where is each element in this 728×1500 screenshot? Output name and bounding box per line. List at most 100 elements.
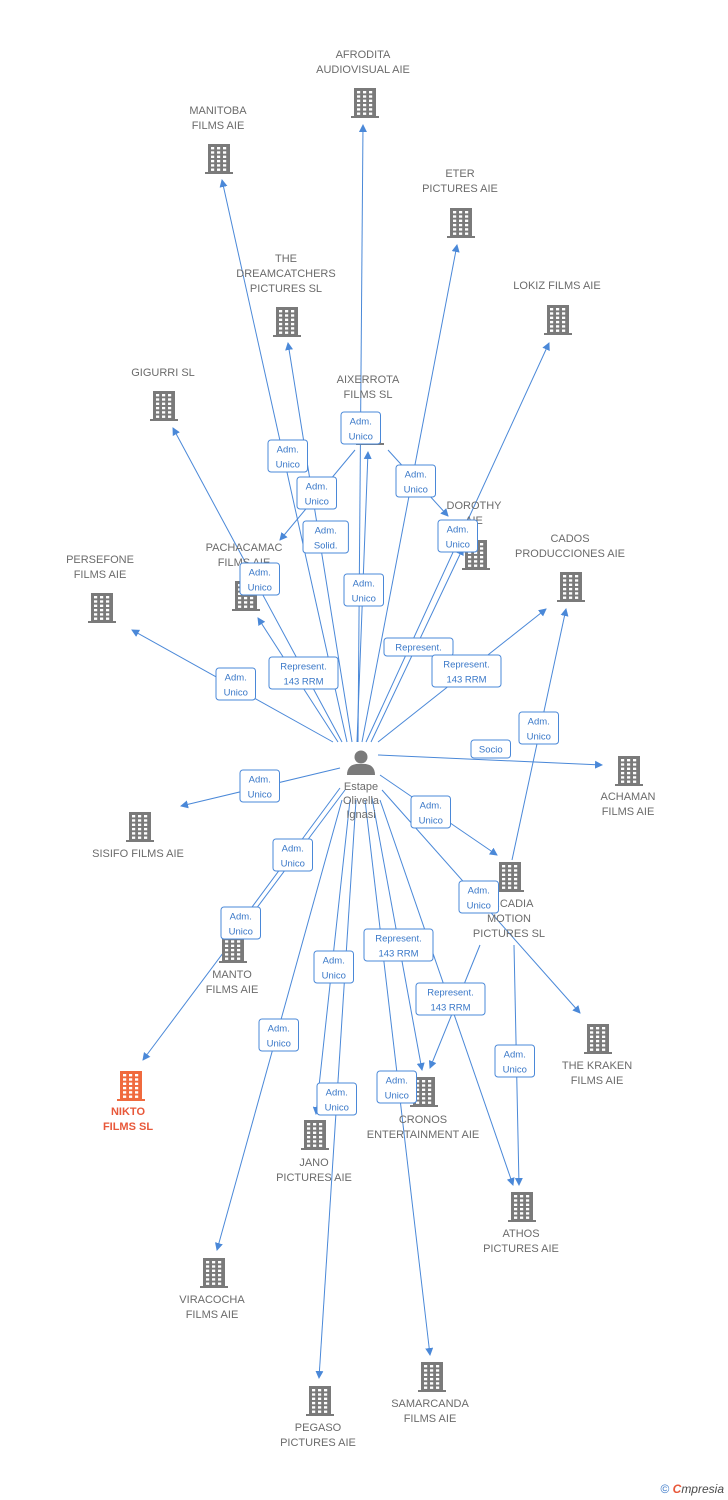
- company-label: FILMS AIE: [571, 1075, 624, 1087]
- edge-label-l-aixerrota[interactable]: Adm.Unico: [340, 411, 381, 445]
- edge-label-text: 143 RRM: [283, 677, 323, 688]
- edge-label-text: Adm.: [249, 568, 271, 579]
- edge-label-text: Adm.: [230, 912, 252, 923]
- edge-label-text: Adm.: [326, 1088, 348, 1099]
- edge-label-text: 143 RRM: [430, 1003, 470, 1014]
- edge-label-l-manto[interactable]: Adm.Unico: [220, 906, 261, 940]
- edge-label-l-cados[interactable]: Adm.Unico: [518, 711, 559, 745]
- edge-label-text: Adm.: [353, 579, 375, 590]
- edge-label-text: Adm.: [528, 717, 550, 728]
- edge-label-l-eter[interactable]: Adm.Unico: [395, 464, 436, 498]
- company-label: GIGURRI SL: [131, 367, 195, 379]
- company-node-sisifo[interactable]: SISIFO FILMS AIE: [92, 812, 184, 860]
- edges-layer: [131, 124, 603, 1379]
- building-icon: [117, 1071, 145, 1101]
- footer-brand[interactable]: © Cmpresia: [660, 1482, 724, 1496]
- edge-label-l-dream[interactable]: Adm. Unico: [296, 476, 337, 510]
- company-label: MANITOBA: [189, 105, 247, 117]
- person-label: Ignasi: [346, 809, 375, 821]
- edge-label-l-cronos[interactable]: Adm.Unico: [376, 1070, 417, 1104]
- edge-label-text: Unico: [352, 594, 376, 605]
- company-label: PICTURES AIE: [276, 1172, 352, 1184]
- edge-label-text: 143 RRM: [378, 949, 418, 960]
- edge-label-l-rep-athos[interactable]: Represent.143 RRM: [415, 982, 486, 1016]
- edge-label-text: Adm.: [225, 673, 247, 684]
- edge-label-text: Unico: [281, 859, 305, 870]
- edge-label-text: Represent.: [443, 660, 489, 671]
- building-icon: [447, 208, 475, 238]
- edge-label-l-sisifo[interactable]: Adm.Unico: [239, 769, 280, 803]
- company-label: PEGASO: [295, 1422, 342, 1434]
- company-label: PRODUCCIONES AIE: [515, 548, 625, 560]
- edge-label-l-athos[interactable]: Adm.Unico: [494, 1044, 535, 1078]
- edge-label-l-solid[interactable]: Adm.Solid.: [302, 520, 349, 554]
- edge-label-l-rep-cronos[interactable]: Represent.143 RRM: [363, 928, 434, 962]
- company-label: FILMS SL: [344, 389, 393, 401]
- edge-label-text: Unico: [404, 485, 428, 496]
- edge-label-text: Represent.: [280, 662, 326, 673]
- edge-l-ach: [377, 754, 603, 769]
- building-icon: [544, 305, 572, 335]
- company-label: PICTURES SL: [473, 928, 545, 940]
- edge-label-text: Unico: [503, 1065, 527, 1076]
- edge-label-l-socio[interactable]: Socio: [470, 739, 511, 759]
- edge-label-text: Socio: [479, 745, 503, 756]
- company-node-lokiz[interactable]: LOKIZ FILMS AIE: [513, 280, 601, 335]
- company-label: ETER: [445, 168, 474, 180]
- company-label: FILMS AIE: [404, 1413, 457, 1425]
- edge-label-l-arc2[interactable]: Adm.Unico: [458, 880, 499, 914]
- company-label: FILMS SL: [103, 1121, 153, 1133]
- edge-label-l-afro[interactable]: Adm. Unico: [343, 573, 384, 607]
- building-icon: [306, 1386, 334, 1416]
- edge-label-text: Unico: [276, 460, 300, 471]
- company-label: PERSEFONE: [66, 554, 134, 566]
- company-label: NIKTO: [111, 1106, 145, 1118]
- edge-label-l-jano[interactable]: Adm.Unico: [313, 950, 354, 984]
- company-node-gigurri[interactable]: GIGURRI SL: [131, 367, 195, 421]
- edge-label-l-nikto[interactable]: Adm.Unico: [272, 838, 313, 872]
- edge-label-l-persefone[interactable]: Adm.Unico: [215, 667, 256, 701]
- edge-label-l-arcadia[interactable]: Adm.Unico: [410, 795, 451, 829]
- company-label: DOROTHY: [447, 500, 503, 512]
- edge-label-l-manitoba[interactable]: Adm.Unico: [267, 439, 308, 473]
- edge-label-l-viracocha[interactable]: Adm.Unico: [258, 1018, 299, 1052]
- edge-label-l-pegaso[interactable]: Adm.Unico: [316, 1082, 357, 1116]
- edge-label-l-rep-cados[interactable]: Represent.143 RRM: [431, 654, 502, 688]
- edge-label-text: Unico: [322, 971, 346, 982]
- edge-label-text: Unico: [467, 901, 491, 912]
- edge-label-text: Adm.: [447, 525, 469, 536]
- edge-label-text: Adm.: [350, 417, 372, 428]
- building-icon: [88, 593, 116, 623]
- building-icon: [205, 144, 233, 174]
- edge-label-text: Represent.: [395, 643, 441, 654]
- edge-label-l-rep-pacha[interactable]: Represent. 143 RRM: [268, 656, 339, 690]
- edge-label-l-dorothy[interactable]: Adm.Unico: [437, 519, 478, 553]
- company-label: VIRACOCHA: [179, 1294, 245, 1306]
- company-node-nikto[interactable]: NIKTO FILMS SL: [103, 1071, 153, 1133]
- brand-logo: Cmpresia: [672, 1482, 724, 1496]
- edge-label-l-pacha[interactable]: Adm.Unico: [239, 562, 280, 596]
- edge-label-l-rep-dor[interactable]: Represent.: [383, 637, 454, 657]
- building-icon: [126, 812, 154, 842]
- edge-label-text: Unico: [267, 1039, 291, 1050]
- edge-label-text: Unico: [305, 497, 329, 508]
- company-label: PICTURES AIE: [483, 1243, 559, 1255]
- edge-label-text: Adm.: [306, 482, 328, 493]
